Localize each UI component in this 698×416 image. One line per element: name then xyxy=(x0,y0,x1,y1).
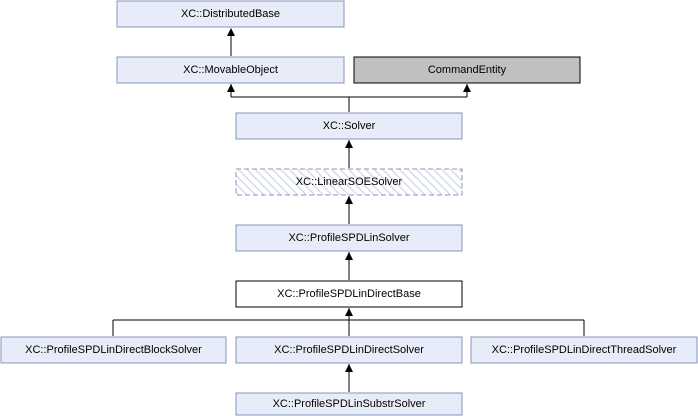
arrowhead-profilespdlinsolver xyxy=(345,252,353,260)
node-label: XC::ProfileSPDLinDirectSolver xyxy=(274,344,424,356)
node-label: XC::ProfileSPDLinSolver xyxy=(288,232,409,244)
node-label: CommandEntity xyxy=(428,64,507,76)
arrowhead-distributedbase xyxy=(227,28,235,36)
node-label: XC::DistributedBase xyxy=(181,8,280,20)
arrowhead-linearsoesolver xyxy=(345,196,353,204)
inheritance-arrowheads xyxy=(227,28,471,372)
node-label: XC::LinearSOESolver xyxy=(296,176,403,188)
node-label: XC::Solver xyxy=(323,120,376,132)
node-movable-object[interactable]: XC::MovableObject xyxy=(116,56,345,84)
node-distributed-base[interactable]: XC::DistributedBase xyxy=(116,0,345,28)
arrowhead-directbase xyxy=(345,308,353,316)
node-profile-spd-lin-direct-block-solver[interactable]: XC::ProfileSPDLinDirectBlockSolver xyxy=(0,336,227,364)
node-profile-spd-lin-direct-thread-solver[interactable]: XC::ProfileSPDLinDirectThreadSolver xyxy=(470,336,698,364)
node-label: XC::MovableObject xyxy=(183,64,278,76)
arrowhead-directsolver xyxy=(345,364,353,372)
inheritance-edges xyxy=(112,30,585,392)
node-command-entity[interactable]: CommandEntity xyxy=(353,56,581,84)
node-linear-soe-solver[interactable]: XC::LinearSOESolver xyxy=(235,168,463,196)
node-label: XC::ProfileSPDLinDirectBlockSolver xyxy=(25,344,202,356)
node-profile-spd-lin-direct-base[interactable]: XC::ProfileSPDLinDirectBase xyxy=(235,280,463,308)
arrowhead-solver xyxy=(345,140,353,148)
node-label: XC::ProfileSPDLinDirectThreadSolver xyxy=(492,344,677,356)
node-profile-spd-lin-substr-solver[interactable]: XC::ProfileSPDLinSubstrSolver xyxy=(235,392,463,416)
arrowhead-commandentity xyxy=(463,84,471,92)
node-profile-spd-lin-direct-solver[interactable]: XC::ProfileSPDLinDirectSolver xyxy=(235,336,463,364)
node-label: XC::ProfileSPDLinDirectBase xyxy=(277,288,421,300)
node-profile-spd-lin-solver[interactable]: XC::ProfileSPDLinSolver xyxy=(235,224,463,252)
arrowhead-movableobject xyxy=(227,84,235,92)
node-solver[interactable]: XC::Solver xyxy=(235,112,463,140)
node-label: XC::ProfileSPDLinSubstrSolver xyxy=(273,398,426,410)
